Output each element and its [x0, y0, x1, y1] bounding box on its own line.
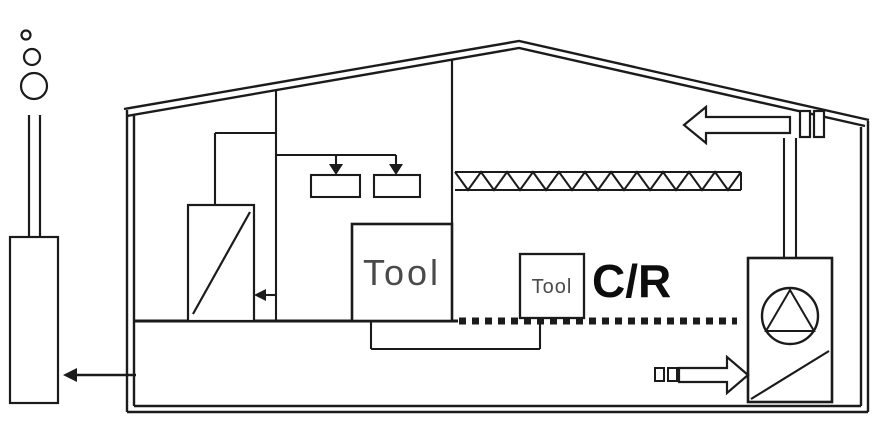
- down-arrowhead-icon: [389, 164, 403, 175]
- stack-body: [8, 235, 60, 405]
- exhaust-ductwork: [213, 90, 403, 321]
- truss-zigzag: [454, 170, 742, 192]
- exhaust-hoods: [309, 173, 422, 199]
- louver-icon: [812, 109, 826, 139]
- roof-outer-line: [123, 39, 870, 122]
- exhaust-hood-left: [309, 173, 362, 199]
- scrubber-diagonal: [192, 211, 251, 315]
- process-tool-small: [518, 252, 586, 320]
- tool-large-label: Tool: [363, 252, 441, 293]
- vent-mark-icon: [667, 367, 678, 382]
- ahu-diagonal: [750, 350, 830, 400]
- stack-exhaust-line: [63, 368, 136, 382]
- tool-small-label: Tool: [532, 276, 573, 298]
- building-shell: [123, 39, 870, 414]
- air-handling-unit: [746, 256, 834, 404]
- supply-duct: [782, 138, 798, 258]
- cleanroom-label: C/R: [592, 255, 671, 307]
- left-arrowhead-icon: [63, 368, 77, 382]
- vent-mark-icon: [654, 367, 665, 382]
- exhaust-hood-right: [372, 173, 422, 199]
- exhaust-scrubber: [186, 203, 256, 323]
- left-arrowhead-icon: [254, 289, 266, 301]
- smoke-puff-small-icon: [20, 29, 32, 41]
- down-arrowhead-icon: [329, 164, 343, 175]
- fan-blade-icon: [764, 288, 816, 332]
- ceiling-truss: [454, 170, 742, 192]
- process-tool-large: [350, 222, 454, 323]
- louver-icon: [798, 109, 812, 139]
- underfloor-duct: [369, 318, 542, 351]
- fan-icon: [760, 286, 820, 346]
- roof-inner-line: [126, 46, 866, 128]
- outside-air-arrow-icon: [677, 354, 750, 396]
- smoke-puff-medium-icon: [22, 47, 42, 67]
- return-air-arrow-icon: [682, 104, 792, 146]
- smoke-puff-large-icon: [19, 71, 49, 101]
- exhaust-stack: [8, 29, 60, 405]
